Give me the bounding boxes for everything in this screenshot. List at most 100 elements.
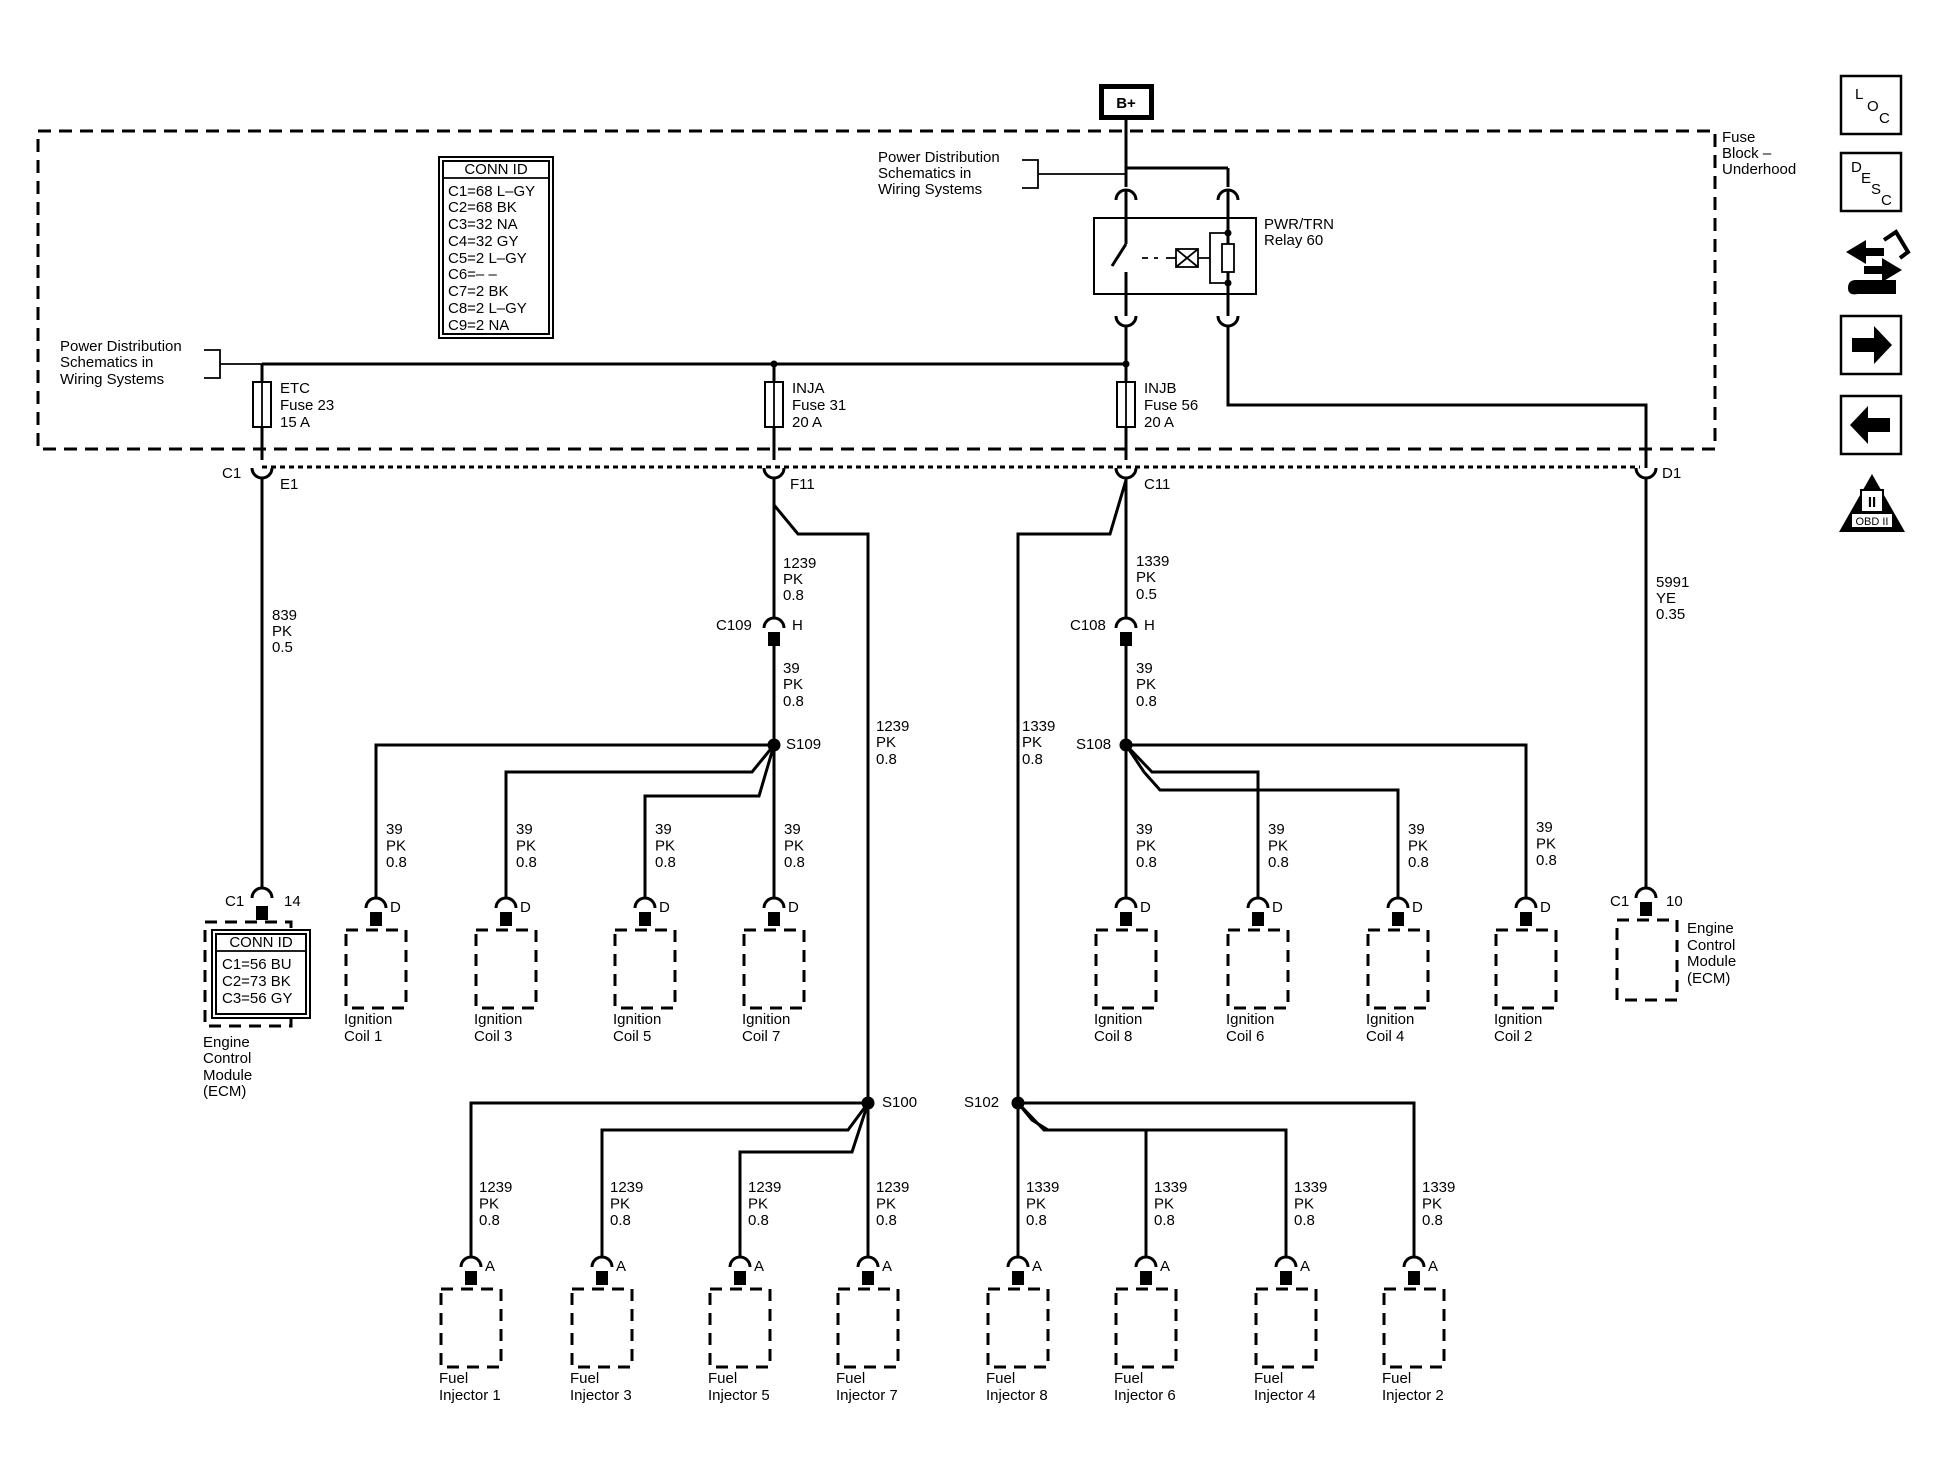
pin-e1: E1 (280, 476, 298, 493)
splice-s100-label: S100 (882, 1094, 917, 1111)
arrow-left-icon[interactable] (1839, 394, 1903, 456)
svg-text:Coil 7: Coil 7 (742, 1028, 780, 1045)
svg-text:PK: PK (1136, 676, 1156, 693)
power-distribution-left-ref[interactable]: Power Distribution Schematics in Wiring … (60, 338, 182, 388)
svg-text:Fuel: Fuel (439, 1370, 468, 1387)
connector-c108: C108 (1070, 617, 1106, 634)
wire-inja-upper-label: 1239 PK 0.8 (783, 555, 816, 604)
svg-text:0.8: 0.8 (1022, 751, 1043, 768)
svg-text:Fuel: Fuel (836, 1370, 865, 1387)
arrow-right-icon[interactable] (1839, 314, 1903, 376)
svg-text:INJA: INJA (792, 380, 825, 397)
svg-text:39: 39 (386, 821, 403, 838)
relay-label: PWR/TRN Relay 60 (1264, 216, 1334, 249)
svg-text:39: 39 (1136, 821, 1153, 838)
svg-text:II: II (1868, 494, 1876, 511)
fuel-injector-left-4-pin: A (882, 1258, 892, 1275)
ignition-coil-left-1-pin: D (390, 899, 401, 916)
desc-icon[interactable]: D E S C (1839, 151, 1903, 213)
svg-text:Coil 4: Coil 4 (1366, 1028, 1404, 1045)
svg-text:Ignition: Ignition (1366, 1011, 1414, 1028)
svg-text:PK: PK (783, 676, 803, 693)
wire-injb-upper-label: 1339 PK 0.5 (1136, 553, 1169, 603)
fuel-injector-right-3-pin: A (1300, 1258, 1310, 1275)
svg-text:C5=2 L–GY: C5=2 L–GY (448, 250, 527, 267)
ecm-right (1615, 918, 1679, 1002)
svg-text:C6=– –: C6=– – (448, 266, 497, 283)
svg-text:C4=32 GY: C4=32 GY (448, 233, 518, 250)
power-source-label: B+ (1116, 95, 1136, 112)
svg-text:0.8: 0.8 (1422, 1212, 1443, 1229)
fuel-injector-left-2-pin: A (616, 1258, 626, 1275)
svg-text:0.8: 0.8 (748, 1212, 769, 1229)
wire-d1-label: 5991 YE 0.35 (1656, 574, 1689, 623)
svg-text:PK: PK (876, 734, 896, 751)
ecm-right-label: Engine Control Module (ECM) (1687, 920, 1736, 987)
svg-text:Schematics in: Schematics in (878, 165, 971, 182)
svg-text:PK: PK (1294, 1196, 1314, 1213)
svg-text:PK: PK (784, 838, 804, 855)
svg-text:0.8: 0.8 (876, 1212, 897, 1229)
svg-text:0.8: 0.8 (783, 693, 804, 710)
svg-text:0.8: 0.8 (1268, 854, 1289, 871)
svg-text:Module: Module (1687, 953, 1736, 970)
svg-text:C1=68 L–GY: C1=68 L–GY (448, 183, 535, 200)
obd-ii-icon[interactable]: II OBD II (1839, 474, 1905, 532)
svg-text:C8=2 L–GY: C8=2 L–GY (448, 300, 527, 317)
svg-text:Fuse 31: Fuse 31 (792, 397, 846, 414)
svg-text:Block –: Block – (1722, 145, 1772, 162)
svg-text:Engine: Engine (1687, 920, 1734, 937)
svg-text:1239: 1239 (876, 1179, 909, 1196)
svg-text:PK: PK (1136, 838, 1156, 855)
svg-text:PK: PK (1026, 1196, 1046, 1213)
svg-text:Injector 2: Injector 2 (1382, 1387, 1444, 1404)
svg-text:Fuse 23: Fuse 23 (280, 397, 334, 414)
svg-text:Injector 6: Injector 6 (1114, 1387, 1176, 1404)
svg-text:0.8: 0.8 (479, 1212, 500, 1229)
fuel-injector-left-3-pin: A (754, 1258, 764, 1275)
ignition-coil-right-3-pin: D (1412, 899, 1423, 916)
svg-text:Fuel: Fuel (1254, 1370, 1283, 1387)
svg-text:Ignition: Ignition (1226, 1011, 1274, 1028)
svg-text:0.8: 0.8 (1136, 693, 1157, 710)
svg-text:Injector 8: Injector 8 (986, 1387, 1048, 1404)
wire-injb-long-label: 1339 PK 0.8 (1022, 718, 1055, 768)
svg-text:0.8: 0.8 (783, 587, 804, 604)
svg-text:1239: 1239 (610, 1179, 643, 1196)
svg-text:E: E (1861, 170, 1871, 187)
svg-text:Engine: Engine (203, 1034, 250, 1051)
svg-text:Fuel: Fuel (986, 1370, 1015, 1387)
ecm-right-connector: C1 (1610, 893, 1629, 910)
svg-text:INJB: INJB (1144, 380, 1177, 397)
svg-text:0.8: 0.8 (610, 1212, 631, 1229)
ecm-left-pin: 14 (284, 893, 301, 910)
ignition-coil-left-3-pin: D (659, 899, 670, 916)
svg-text:0.8: 0.8 (1026, 1212, 1047, 1229)
loc-icon[interactable]: L O C (1839, 74, 1903, 136)
svg-text:C3=32 NA: C3=32 NA (448, 216, 518, 233)
svg-text:Injector 4: Injector 4 (1254, 1387, 1316, 1404)
svg-text:Injector 1: Injector 1 (439, 1387, 501, 1404)
svg-text:PK: PK (783, 571, 803, 588)
svg-text:0.8: 0.8 (1154, 1212, 1175, 1229)
svg-text:Ignition: Ignition (742, 1011, 790, 1028)
svg-text:S: S (1871, 181, 1881, 198)
fuse-block-label: Fuse Block – Underhood (1722, 129, 1796, 178)
svg-text:0.8: 0.8 (876, 751, 897, 768)
svg-text:YE: YE (1656, 590, 1676, 607)
power-distribution-top-ref[interactable]: Power Distribution Schematics in Wiring … (878, 149, 1000, 198)
fuse-inja-31: INJA Fuse 31 20 A (764, 364, 846, 460)
wire-etc-label: 839 PK 0.5 (272, 607, 297, 656)
connector-repair-icon[interactable] (1846, 229, 1911, 295)
